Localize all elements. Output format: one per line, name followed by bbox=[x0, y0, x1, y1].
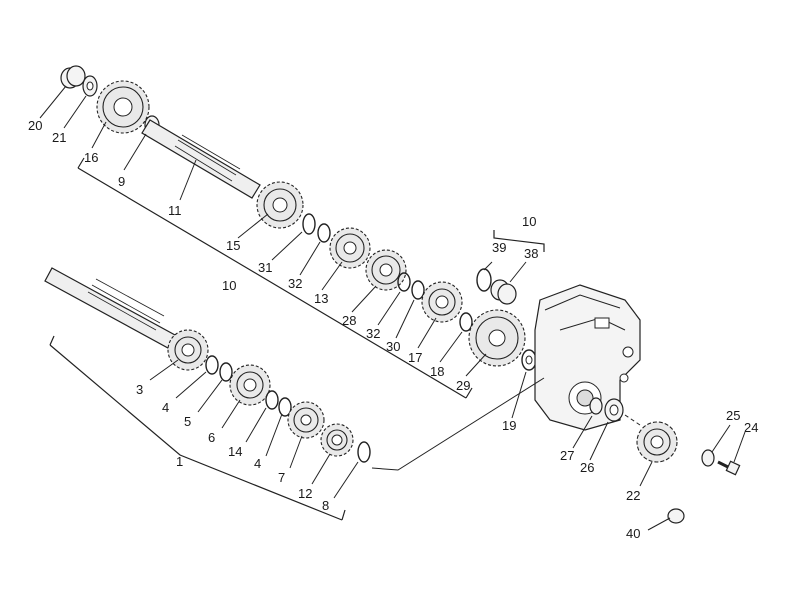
callout-21: 21 bbox=[52, 130, 66, 145]
callout-40: 40 bbox=[626, 526, 640, 541]
callout-9: 9 bbox=[118, 174, 125, 189]
callout-32a: 32 bbox=[288, 276, 302, 291]
callout-39: 39 bbox=[492, 240, 506, 255]
gear-28 bbox=[365, 249, 407, 291]
callout-4a: 4 bbox=[162, 400, 169, 415]
bushing-27 bbox=[589, 397, 603, 415]
nut-40 bbox=[667, 508, 685, 524]
callout-11: 11 bbox=[168, 203, 182, 218]
callout-22: 22 bbox=[626, 488, 640, 503]
bracket-group-10-upper bbox=[77, 157, 473, 399]
gear-3 bbox=[167, 329, 209, 371]
ring-30 bbox=[411, 280, 425, 300]
shaft-11 bbox=[141, 119, 261, 199]
callout-7: 7 bbox=[278, 470, 285, 485]
callout-15: 15 bbox=[226, 238, 240, 253]
ring-31 bbox=[302, 213, 316, 235]
assembly-connection-line bbox=[371, 377, 545, 471]
callout-26: 26 bbox=[580, 460, 594, 475]
callout-12: 12 bbox=[298, 486, 312, 501]
gear-17 bbox=[421, 281, 463, 323]
callout-1: 1 bbox=[176, 454, 183, 469]
gear-16 bbox=[96, 80, 150, 134]
washer-25 bbox=[701, 449, 715, 467]
callout-30: 30 bbox=[386, 339, 400, 354]
bushing-20 bbox=[60, 65, 86, 89]
ring-14 bbox=[265, 390, 279, 410]
washer-18 bbox=[459, 312, 473, 332]
callout-24: 24 bbox=[744, 420, 758, 435]
ring-8 bbox=[357, 441, 371, 463]
sprocket-22 bbox=[636, 421, 678, 463]
gear-29 bbox=[468, 309, 526, 367]
callout-13: 13 bbox=[314, 291, 328, 306]
callout-32b: 32 bbox=[366, 326, 380, 341]
bushing-38 bbox=[490, 279, 517, 305]
callout-17: 17 bbox=[408, 350, 422, 365]
gear-12 bbox=[320, 423, 354, 457]
bracket-group-1-lower bbox=[49, 335, 346, 521]
callout-29: 29 bbox=[456, 378, 470, 393]
leader-lines bbox=[39, 85, 746, 531]
callout-19: 19 bbox=[502, 418, 516, 433]
callout-38: 38 bbox=[524, 246, 538, 261]
callout-27: 27 bbox=[560, 448, 574, 463]
callout-14: 14 bbox=[228, 444, 242, 459]
callout-25: 25 bbox=[726, 408, 740, 423]
ring-39 bbox=[476, 268, 492, 292]
callout-labels: 20 21 16 9 11 15 31 32 13 28 32 30 17 18… bbox=[28, 118, 758, 541]
callout-4b: 4 bbox=[254, 456, 261, 471]
gear-7 bbox=[287, 401, 325, 439]
callout-20: 20 bbox=[28, 118, 42, 133]
washer-32b bbox=[397, 272, 411, 292]
gear-6 bbox=[229, 364, 271, 406]
sprocket-axis-line bbox=[624, 414, 641, 426]
gearbox-housing bbox=[534, 284, 641, 431]
bracket-group-10-right bbox=[493, 230, 545, 252]
callout-10-left: 10 bbox=[222, 278, 236, 293]
callout-18: 18 bbox=[430, 364, 444, 379]
bearing-26 bbox=[604, 398, 624, 422]
callout-3: 3 bbox=[136, 382, 143, 397]
washer-32a bbox=[317, 223, 331, 243]
washer-4b bbox=[278, 397, 292, 417]
ring-5 bbox=[219, 362, 233, 382]
washer-4a bbox=[205, 355, 219, 375]
washer-19 bbox=[521, 349, 537, 371]
callout-6: 6 bbox=[208, 430, 215, 445]
callout-5: 5 bbox=[184, 414, 191, 429]
gear-15 bbox=[256, 181, 304, 229]
shaft-1 bbox=[44, 267, 176, 349]
callout-28: 28 bbox=[342, 313, 356, 328]
callout-16: 16 bbox=[84, 150, 98, 165]
gear-13 bbox=[329, 227, 371, 269]
callout-31: 31 bbox=[258, 260, 272, 275]
bolt-24 bbox=[717, 460, 741, 476]
callout-10-right: 10 bbox=[522, 214, 536, 229]
callout-8: 8 bbox=[322, 498, 329, 513]
